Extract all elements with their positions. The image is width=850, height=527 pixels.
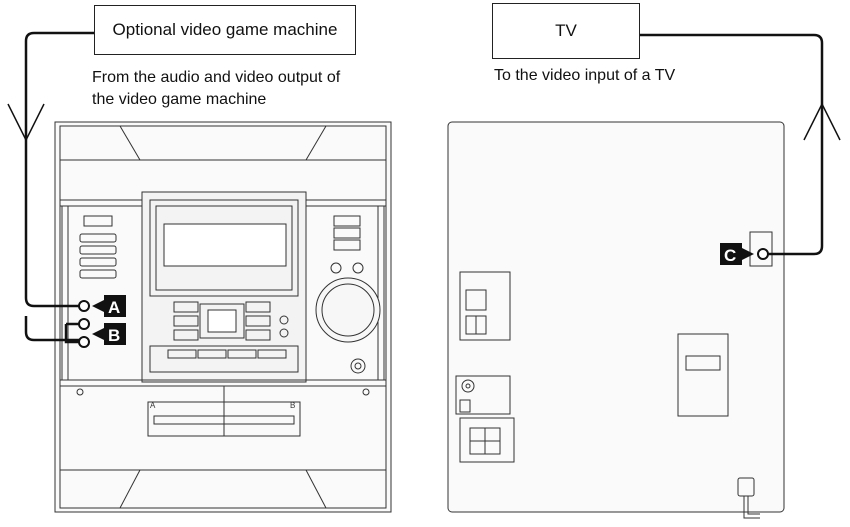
fm-antenna-core bbox=[465, 383, 471, 389]
left-panel-button-1 bbox=[83, 215, 113, 227]
arrow-stroke bbox=[7, 103, 27, 141]
tv-box: TV bbox=[492, 3, 640, 59]
rear-vent bbox=[677, 333, 729, 417]
small-knob bbox=[279, 328, 289, 338]
cassette-button bbox=[167, 349, 197, 359]
right-cable bbox=[640, 33, 824, 256]
screw bbox=[362, 388, 370, 396]
center-unit bbox=[141, 191, 307, 383]
deck-label-b: B bbox=[290, 401, 295, 410]
control-button bbox=[245, 315, 271, 327]
cassette-button bbox=[257, 349, 287, 359]
left-note-line-1: From the audio and video output of bbox=[92, 69, 341, 86]
am-terminal bbox=[459, 399, 471, 413]
display-window bbox=[163, 223, 287, 267]
left-panel-button-5 bbox=[79, 269, 117, 279]
marker-c-box bbox=[720, 243, 742, 265]
power-cord-plug bbox=[737, 477, 755, 497]
jack-b-upper bbox=[78, 318, 90, 330]
right-panel-button bbox=[333, 239, 361, 251]
arrow-stroke bbox=[25, 103, 45, 141]
marker-c: C bbox=[724, 246, 736, 265]
cassette-button bbox=[227, 349, 257, 359]
fm-antenna-jack bbox=[461, 379, 475, 393]
cassette-button bbox=[197, 349, 227, 359]
right-note: To the video input of a TV bbox=[494, 65, 675, 87]
left-panel-button-2 bbox=[79, 233, 117, 243]
left-arrow bbox=[7, 103, 45, 141]
bracket-b bbox=[64, 322, 80, 344]
control-button bbox=[173, 301, 199, 313]
right-note-line-1: To the video input of a TV bbox=[494, 67, 676, 84]
antenna-block bbox=[455, 375, 511, 415]
left-note-line-2: the video game machine bbox=[92, 91, 267, 108]
right-panel-button bbox=[333, 227, 361, 239]
jack-a bbox=[78, 300, 90, 312]
marker-a: A bbox=[108, 298, 120, 317]
marker-b-pointer bbox=[92, 328, 104, 340]
tape-slot bbox=[153, 415, 295, 425]
stereo-body-inner bbox=[59, 125, 387, 509]
stereo-back-view bbox=[447, 121, 785, 519]
marker-b-box bbox=[104, 323, 126, 345]
speaker-terminal-block bbox=[459, 271, 511, 341]
rear-vent-slot bbox=[685, 355, 721, 371]
power-cord bbox=[743, 496, 760, 519]
control-button bbox=[245, 301, 271, 313]
speaker-jack-block bbox=[459, 417, 515, 463]
marker-b: B bbox=[108, 326, 120, 345]
right-small-knob bbox=[352, 262, 364, 274]
video-out-jack bbox=[757, 248, 769, 260]
cable-to-jack-a bbox=[24, 31, 94, 308]
cassette-door bbox=[149, 345, 299, 373]
volume-knob-inner bbox=[321, 283, 375, 337]
video-game-machine-box: Optional video game machine bbox=[94, 5, 356, 55]
small-knob bbox=[279, 315, 289, 325]
marker-a-box bbox=[104, 295, 126, 317]
headphone-jack-core bbox=[354, 362, 362, 370]
arrow-stroke bbox=[821, 103, 841, 141]
marker-c-pointer bbox=[742, 248, 754, 260]
display-frame bbox=[155, 205, 293, 291]
jack-b-lower bbox=[78, 336, 90, 348]
right-panel-button bbox=[333, 215, 361, 227]
volume-knob-outer bbox=[315, 277, 381, 343]
left-panel-button-4 bbox=[79, 257, 117, 267]
screw bbox=[76, 388, 84, 396]
control-button bbox=[173, 329, 199, 341]
right-arrow bbox=[803, 103, 841, 141]
cable-to-tv bbox=[640, 33, 824, 256]
marker-a-pointer bbox=[92, 300, 104, 312]
video-out-housing bbox=[749, 231, 773, 267]
back-panel bbox=[447, 121, 785, 513]
left-cables bbox=[24, 31, 94, 344]
deck-label-a: A bbox=[150, 401, 156, 410]
control-button bbox=[173, 315, 199, 327]
control-button bbox=[245, 329, 271, 341]
terminal-cover bbox=[465, 289, 487, 311]
display-bezel bbox=[149, 199, 299, 297]
headphone-jack bbox=[350, 358, 366, 374]
left-note: From the audio and video output of the v… bbox=[92, 67, 340, 111]
cable-to-jack-b bbox=[24, 316, 80, 342]
left-panel-button-3 bbox=[79, 245, 117, 255]
center-control-frame bbox=[199, 303, 245, 339]
arrow-stroke bbox=[803, 103, 823, 141]
video-game-machine-label: Optional video game machine bbox=[112, 20, 338, 39]
center-control-screen bbox=[207, 309, 237, 333]
tv-label: TV bbox=[555, 21, 577, 40]
right-small-knob bbox=[330, 262, 342, 274]
